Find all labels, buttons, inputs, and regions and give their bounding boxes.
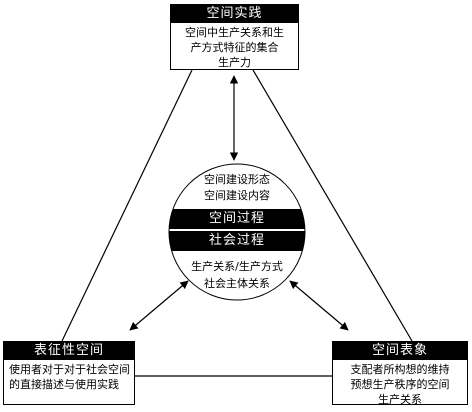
box-representational-space-body: 使用者对于对于社会空间 的直接描述与使用实践: [4, 360, 134, 394]
center-upper-line2: 空间建设内容: [204, 189, 270, 202]
box-representation-of-space-line3: 生产关系: [378, 393, 422, 406]
edge-top-left: [61, 69, 193, 342]
box-representational-space-line2: 的直接描述与使用实践: [9, 378, 119, 391]
edge-top-right: [252, 69, 413, 342]
box-representational-space-line1: 使用者对于对于社会空间: [9, 363, 130, 376]
arrow-left: [129, 280, 189, 331]
band-social-process: [169, 231, 305, 251]
box-spatial-practice-line3: 生产力: [218, 56, 251, 69]
box-spatial-practice-line2: 产方式特征的集合: [190, 41, 279, 54]
center-lower-line1: 生产关系/生产方式: [191, 260, 283, 273]
arrow-right: [289, 280, 349, 331]
center-upper-line1: 空间建设形态: [204, 173, 270, 186]
box-representation-of-space-line1: 支配者所构想的维持: [350, 363, 450, 376]
center-lower-line2: 社会主体关系: [204, 277, 270, 290]
box-representation-of-space: 空间表象 支配者所构想的维持 预想生产秩序的空间 生产关系: [332, 341, 468, 406]
center-band2-label: 社会过程: [208, 233, 265, 248]
box-spatial-practice-body: 空间中生产关系和生 产方式特征的集合 生产力: [171, 23, 298, 72]
band-space-process: [169, 209, 305, 229]
box-representation-of-space-line2: 预想生产秩序的空间: [350, 378, 450, 391]
box-representation-of-space-body: 支配者所构想的维持 预想生产秩序的空间 生产关系: [333, 360, 467, 409]
box-spatial-practice-line1: 空间中生产关系和生: [185, 26, 284, 39]
box-representation-of-space-title: 空间表象: [333, 342, 467, 360]
center-band1-label: 空间过程: [208, 211, 265, 226]
box-representational-space-title: 表征性空间: [4, 342, 134, 360]
box-representational-space: 表征性空间 使用者对于对于社会空间 的直接描述与使用实践: [3, 341, 135, 405]
box-spatial-practice: 空间实践 空间中生产关系和生 产方式特征的集合 生产力: [170, 4, 299, 70]
box-spatial-practice-title: 空间实践: [171, 5, 298, 23]
